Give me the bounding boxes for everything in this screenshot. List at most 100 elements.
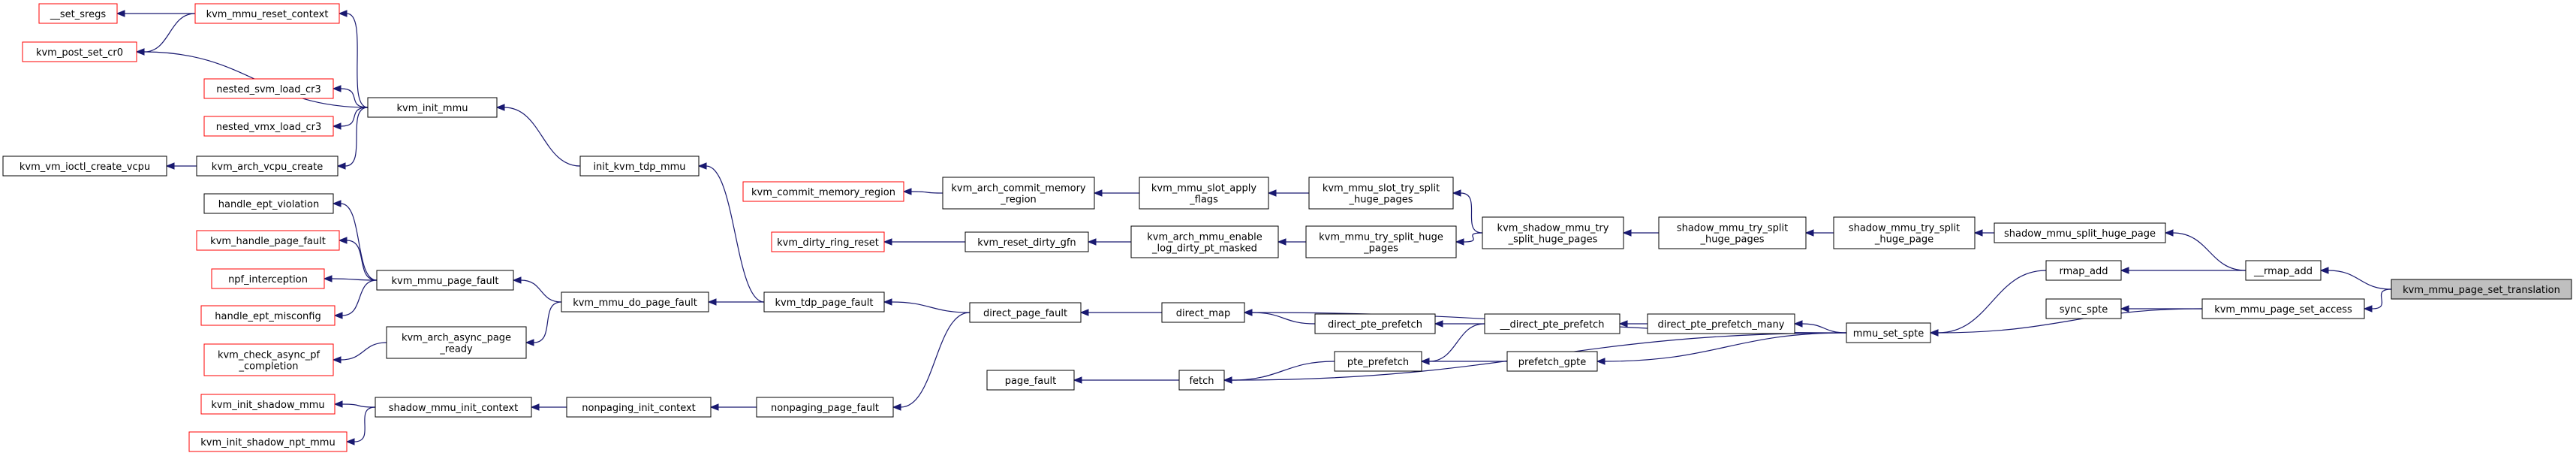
node-nested-svm[interactable]: nested_svm_load_cr3	[203, 78, 334, 99]
node-prefetch-gpte[interactable]: prefetch_gpte	[1506, 351, 1598, 372]
node-label: shadow_mmu_try_split	[1849, 223, 1960, 234]
node-label: nested_vmx_load_cr3	[216, 122, 321, 133]
node-pte-prefetch[interactable]: pte_prefetch	[1334, 351, 1422, 372]
node-sync-spte[interactable]: sync_spte	[2045, 298, 2122, 319]
edge-ept-misconfig-to-mmu-page-fault	[333, 279, 378, 319]
node-init-shadow-npt[interactable]: kvm_init_shadow_npt_mmu	[188, 431, 348, 452]
node-direct-pte-prefetch2[interactable]: __direct_pte_prefetch	[1484, 313, 1621, 334]
node-reset-dirty[interactable]: kvm_reset_dirty_gfn	[964, 231, 1089, 252]
node-shadow-try-split-pages[interactable]: kvm_shadow_mmu_try_split_huge_pages	[1482, 216, 1624, 249]
node-enable-log[interactable]: kvm_arch_mmu_enable_log_dirty_pt_masked	[1130, 225, 1279, 258]
node-label: kvm_mmu_do_page_fault	[573, 297, 697, 309]
edge-init-shadow-npt-to-shadow-init-ctx	[345, 406, 376, 445]
node-commit-region[interactable]: kvm_commit_memory_region	[742, 181, 904, 202]
node-check-async[interactable]: kvm_check_async_pf_completion	[203, 343, 334, 376]
edge-npf-to-mmu-page-fault	[323, 275, 378, 282]
node-slot-apply[interactable]: kvm_mmu_slot_apply_flags	[1139, 177, 1269, 210]
node-label: _completion	[238, 361, 298, 373]
node-box	[196, 156, 339, 177]
node-shadow-try-split-page[interactable]: shadow_mmu_try_split_huge_page	[1833, 216, 1976, 249]
node-label: kvm_mmu_try_split_huge	[1319, 232, 1443, 243]
edge-tdp-pf-to-direct-pf	[883, 298, 971, 313]
node-init-shadow[interactable]: kvm_init_shadow_mmu	[200, 394, 336, 415]
node-set-access[interactable]: kvm_mmu_page_set_access	[2201, 298, 2365, 319]
edge-mmu-set-spte-to-set-access	[1929, 308, 2203, 337]
node-box	[386, 326, 527, 359]
node-ept-violation[interactable]: handle_ept_violation	[203, 193, 334, 214]
edge-async-ready-to-do-page-fault	[525, 301, 562, 346]
edge-direct-pte-prefetch-to-direct-pte-prefetch2	[1434, 320, 1485, 328]
node-label: kvm_mmu_slot_apply	[1151, 183, 1256, 195]
node-init-tdp[interactable]: init_kvm_tdp_mmu	[579, 156, 700, 177]
node-reset-context[interactable]: kvm_mmu_reset_context	[194, 3, 340, 24]
node-init-mmu[interactable]: kvm_init_mmu	[367, 97, 498, 118]
node-mmu-page-fault[interactable]: kvm_mmu_page_fault	[376, 270, 514, 291]
node-box	[203, 116, 334, 137]
edge-split-huge-page-to-rmap-add2	[2164, 229, 2246, 271]
node-box	[2201, 298, 2365, 319]
node-box	[2245, 260, 2322, 281]
edge-rmap-add-to-rmap-add2	[2120, 267, 2246, 274]
node-label: direct_map	[1176, 308, 1231, 319]
node-set-sregs[interactable]: __set_sregs	[38, 3, 118, 24]
node-handle-pf[interactable]: kvm_handle_page_fault	[196, 230, 340, 251]
edge-reset-context-to-init-mmu	[338, 10, 369, 108]
edge-shadow-try-split-huge-to-shadow-try-split-page	[1804, 229, 1834, 237]
node-slot-try-split[interactable]: kvm_mmu_slot_try_split_huge_pages	[1308, 177, 1454, 210]
edge-arch-commit-to-slot-apply	[1093, 189, 1140, 197]
node-label: kvm_handle_page_fault	[210, 236, 326, 247]
node-label: init_kvm_tdp_mmu	[593, 162, 685, 173]
node-fetch[interactable]: fetch	[1178, 370, 1225, 391]
node-label: _pages	[1363, 243, 1398, 255]
node-direct-pf[interactable]: direct_page_fault	[969, 302, 1082, 323]
node-box	[196, 230, 340, 251]
node-arch-commit[interactable]: kvm_arch_commit_memory_region	[942, 177, 1095, 210]
node-shadow-init-ctx[interactable]: shadow_mmu_init_context	[375, 397, 532, 418]
node-dirty-ring[interactable]: kvm_dirty_ring_reset	[771, 231, 885, 252]
edge-direct-map-to-direct-pte-prefetch	[1243, 309, 1316, 325]
node-box	[2045, 260, 2122, 281]
node-split-huge-page[interactable]: shadow_mmu_split_huge_page	[1994, 222, 2166, 243]
node-nonpaging-pf[interactable]: nonpaging_page_fault	[756, 397, 894, 418]
node-label: handle_ept_misconfig	[215, 311, 320, 322]
node-tdp-pf[interactable]: kvm_tdp_page_fault	[763, 291, 885, 313]
node-rmap-add[interactable]: rmap_add	[2045, 260, 2122, 281]
node-nested-vmx[interactable]: nested_vmx_load_cr3	[203, 116, 334, 137]
node-box	[969, 302, 1082, 323]
node-label: _split_huge_pages	[1508, 234, 1598, 246]
node-label: _ready	[439, 344, 473, 355]
node-label: pte_prefetch	[1347, 357, 1409, 368]
edge-direct-pte-prefetch2-to-direct-pte-prefetch-many	[1618, 320, 1648, 328]
node-label: kvm_dirty_ring_reset	[777, 237, 879, 249]
node-async-ready[interactable]: kvm_arch_async_page_ready	[386, 326, 527, 359]
node-nonpaging-init[interactable]: nonpaging_init_context	[566, 397, 712, 418]
node-mmu-set-spte[interactable]: mmu_set_spte	[1846, 322, 1931, 343]
node-box	[200, 305, 336, 326]
node-shadow-try-split-huge[interactable]: shadow_mmu_try_split_huge_pages	[1658, 216, 1807, 249]
node-label: __rmap_add	[2253, 266, 2313, 277]
node-rmap-add2[interactable]: __rmap_add	[2245, 260, 2322, 281]
node-page-fault[interactable]: page_fault	[986, 370, 1075, 391]
node-post-set-cr0[interactable]: kvm_post_set_cr0	[22, 41, 137, 62]
node-label: nonpaging_init_context	[582, 403, 696, 414]
node-label: sync_spte	[2060, 304, 2108, 316]
node-box	[1314, 313, 1436, 334]
node-vcpu-create[interactable]: kvm_arch_vcpu_create	[196, 156, 339, 177]
node-label: kvm_commit_memory_region	[751, 187, 895, 198]
node-direct-pte-prefetch[interactable]: direct_pte_prefetch	[1314, 313, 1436, 334]
node-vm-ioctl[interactable]: kvm_vm_ioctl_create_vcpu	[2, 156, 167, 177]
node-try-split[interactable]: kvm_mmu_try_split_huge_pages	[1305, 225, 1457, 258]
node-direct-map[interactable]: direct_map	[1161, 302, 1245, 323]
edge-init-shadow-to-shadow-init-ctx	[333, 400, 376, 408]
node-label: shadow_mmu_init_context	[389, 403, 518, 414]
node-direct-pte-prefetch-many[interactable]: direct_pte_prefetch_many	[1647, 313, 1795, 334]
node-do-page-fault[interactable]: kvm_mmu_do_page_fault	[561, 291, 709, 313]
node-box	[1139, 177, 1269, 210]
edge-page-fault-to-fetch	[1073, 376, 1179, 384]
node-npf[interactable]: npf_interception	[211, 268, 325, 289]
edge-shadow-try-split-pages-to-shadow-try-split-huge	[1622, 229, 1659, 237]
node-ept-misconfig[interactable]: handle_ept_misconfig	[200, 305, 336, 326]
node-box	[1161, 302, 1245, 323]
node-label: kvm_mmu_page_set_access	[2214, 304, 2352, 316]
node-box	[1130, 225, 1279, 258]
